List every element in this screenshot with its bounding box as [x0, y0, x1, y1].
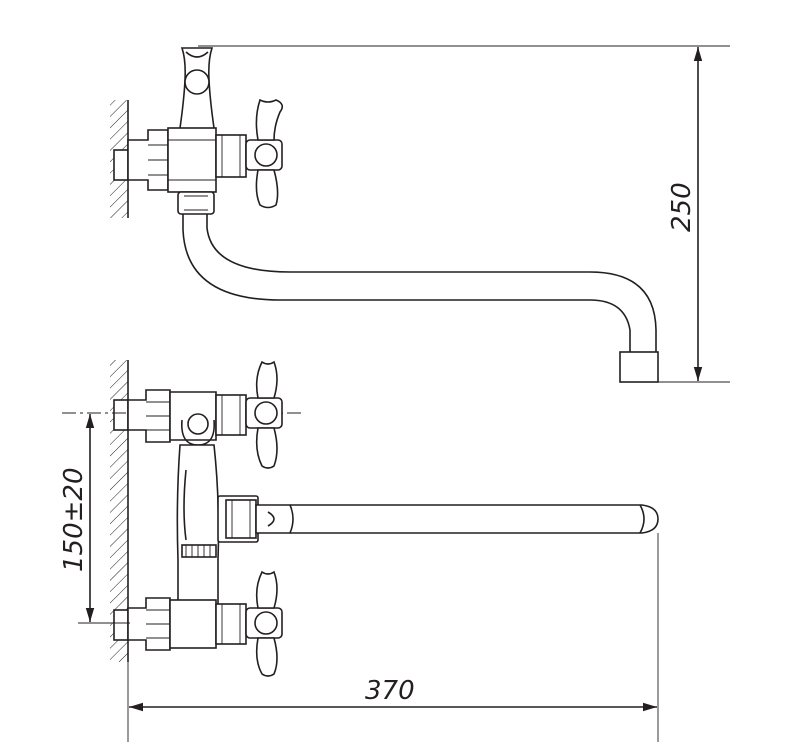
- wall-hatch-front: [110, 360, 128, 662]
- spout-pipe: [290, 504, 659, 534]
- dim-250-label: 250: [667, 182, 697, 232]
- dim-150-label: 150±20: [59, 468, 89, 573]
- front-view: 150±20 370: [59, 360, 659, 742]
- dim-370-label: 370: [365, 676, 415, 706]
- side-view: 250: [110, 45, 730, 383]
